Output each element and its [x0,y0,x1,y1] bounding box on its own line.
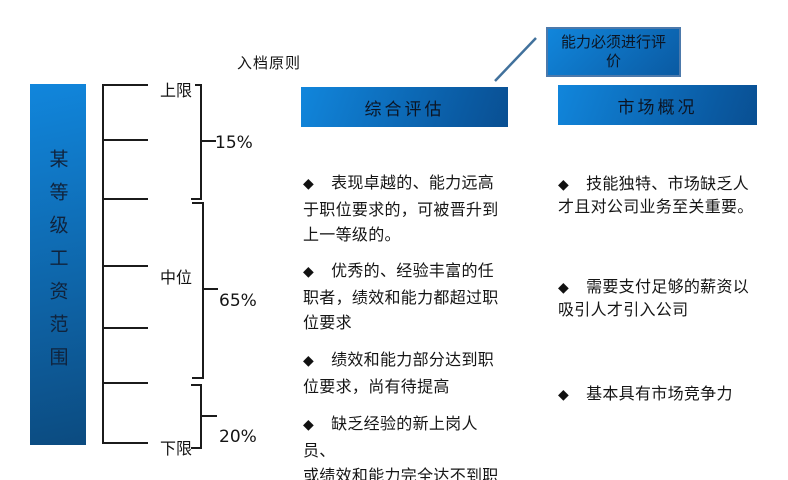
salary-range-bar-label: 某等级工资范围 [46,149,69,380]
market-bullet-3: ◆ 基本具有市场竞争力 [558,361,763,406]
upper-limit-label: 上限 [160,81,193,100]
bullet-diamond-icon: ◆ [303,264,315,280]
bullet-diamond-icon: ◆ [303,353,315,369]
capability-evaluation-callout-text: 能力必须进行评 价 [560,33,666,70]
percent-label-middle: 65% [219,291,257,311]
mid-point-label: 中位 [160,268,193,287]
lower-limit-label: 下限 [160,439,193,458]
evaluation-bullet-2-text: 优秀的、经验丰富的任 职者，绩效和能力都超过职 位要求 [303,261,499,332]
evaluation-bullet-3: ◆绩效和能力部分达到职 位要求，尚有待提高 [303,322,510,399]
evaluation-bullet-1: ◆表现卓越的、能力远高 于职位要求的，可被晋升到 上一等级的。 [303,145,510,247]
callout-connector-line [494,37,537,82]
bullet-diamond-icon: ◆ [558,177,570,193]
evaluation-bullet-1-text: 表现卓越的、能力远高 于职位要求的，可被晋升到 上一等级的。 [303,173,499,244]
market-overview-header-label: 市场概况 [617,97,698,118]
evaluation-bullet-4-text: 缺乏经验的新上岗人员、 或绩效和能力完全达不到职 位要求的 [303,414,499,480]
filing-principle-label: 入档原则 [237,54,302,72]
salary-range-bar: 某等级工资范围 [30,84,86,445]
evaluation-bullet-2: ◆优秀的、经验丰富的任 职者，绩效和能力都超过职 位要求 [303,233,510,335]
brace-15-percent [191,84,216,200]
market-bullet-3-text: 基本具有市场竞争力 [586,384,733,403]
comprehensive-evaluation-header-label: 综合评估 [364,99,445,120]
evaluation-bullet-3-text: 绩效和能力部分达到职 位要求，尚有待提高 [303,350,495,396]
percent-label-bottom: 20% [219,427,257,447]
bullet-diamond-icon: ◆ [558,387,570,403]
brace-65-percent [192,202,218,379]
capability-evaluation-callout: 能力必须进行评 价 [546,27,681,77]
comprehensive-evaluation-header: 综合评估 [301,87,508,127]
brace-20-percent [191,384,217,449]
percent-label-top: 15% [215,133,253,153]
salary-ladder-lines [102,84,148,444]
market-bullet-2: ◆需要支付足够的薪资以 吸引人才引入公司 [558,254,763,321]
market-bullet-1-text: 技能独特、市场缺乏人 才且对公司业务至关重要。 [558,174,754,216]
bullet-diamond-icon: ◆ [558,280,570,296]
market-bullet-1: ◆技能独特、市场缺乏人 才且对公司业务至关重要。 [558,151,763,218]
market-bullet-2-text: 需要支付足够的薪资以 吸引人才引入公司 [558,277,750,319]
bullet-diamond-icon: ◆ [303,417,315,433]
bullet-diamond-icon: ◆ [303,176,315,192]
market-overview-header: 市场概况 [558,85,757,125]
evaluation-bullet-4: ◆缺乏经验的新上岗人员、 或绩效和能力完全达不到职 位要求的 [303,386,510,480]
